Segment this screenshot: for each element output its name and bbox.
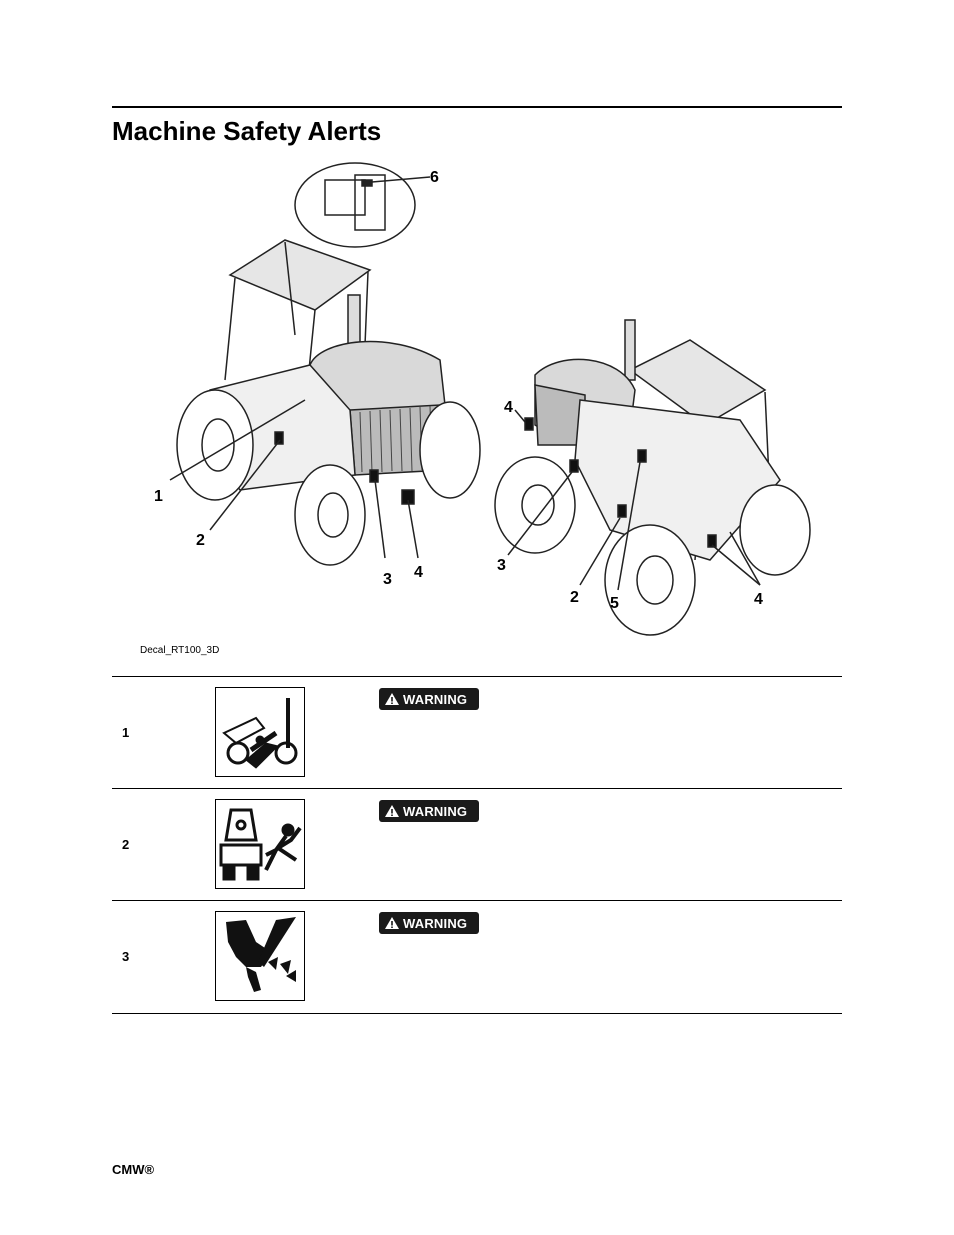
page-title: Machine Safety Alerts — [112, 116, 382, 146]
signal-word: WARNING — [403, 915, 468, 931]
machine-illustration: 1 2 3 4 3 2 5 4 4 6 — [154, 162, 811, 636]
alert-row-3: 3 WARNING — [112, 900, 842, 1014]
callout-6: 6 — [430, 169, 439, 186]
alert-number: 2 — [122, 837, 130, 852]
callout-4b: 4 — [504, 399, 513, 416]
callout-4c: 4 — [754, 591, 763, 608]
callout-4: 4 — [414, 564, 423, 581]
rollover-crush-icon — [215, 687, 305, 777]
footer-brand: CMW® — [112, 1162, 155, 1177]
callout-5: 5 — [610, 595, 619, 612]
alert-row-1: 1 WARNING — [112, 676, 842, 789]
warning-label: WARNING — [379, 688, 479, 710]
fall-from-machine-icon — [215, 799, 305, 889]
top-rule — [112, 106, 842, 108]
hand-cutting-icon — [215, 911, 305, 1001]
warning-label: WARNING — [379, 800, 479, 822]
warning-label: WARNING — [379, 912, 479, 934]
alert-row-2: 2 WARNING — [112, 788, 842, 901]
warning-triangle-icon — [385, 805, 399, 817]
alert-number: 3 — [122, 949, 130, 964]
callout-3b: 3 — [497, 557, 506, 574]
alert-number: 1 — [122, 725, 130, 740]
warning-triangle-icon — [385, 693, 399, 705]
signal-word: WARNING — [403, 691, 468, 707]
callout-2: 2 — [196, 532, 205, 549]
warning-triangle-icon — [385, 917, 399, 929]
callout-2b: 2 — [570, 589, 579, 606]
inset-circle — [294, 162, 416, 248]
callout-3: 3 — [383, 571, 392, 588]
figure-caption: Decal_RT100_3D — [140, 645, 220, 656]
callout-1: 1 — [154, 488, 163, 505]
signal-word: WARNING — [403, 803, 468, 819]
